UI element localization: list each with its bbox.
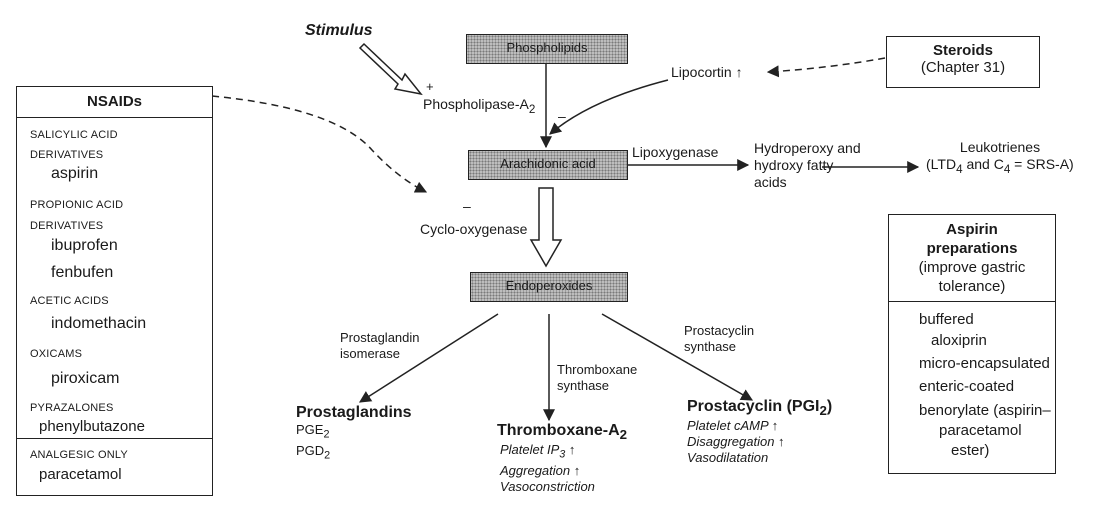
prostacyclin-synthase-line1: Prostacyclin <box>684 323 755 338</box>
hydroperoxy-line3: acids <box>754 174 787 190</box>
leukotrienes-line1: Leukotrienes <box>959 139 1041 155</box>
acetic-category: ACETIC ACIDS <box>30 295 109 307</box>
ibuprofen-item: ibuprofen <box>51 237 118 254</box>
thromboxane-block: Thromboxane-A2 Platelet IP3 ↑ Aggregatio… <box>497 422 627 495</box>
prep-micro-encapsulated: micro-encapsulated <box>919 355 1050 372</box>
cyclo-minus: – <box>463 198 471 214</box>
prostacyclin-synthase-label: Prostacyclin synthase <box>684 323 754 355</box>
prostaglandins-block: Prostaglandins PGE2 PGD2 <box>296 404 412 463</box>
propionic-category-2: DERIVATIVES <box>30 220 104 232</box>
phospholipase-plus: + <box>426 79 434 94</box>
aspirin-prep-sub-1: (improve gastric <box>918 259 1026 276</box>
nsaids-header-divider <box>17 117 212 118</box>
steroids-title: Steroids <box>932 42 993 59</box>
isomerase-line1: Prostaglandin <box>340 330 420 345</box>
leukotrienes-label: Leukotrienes (LTD4 and C4 = SRS-A) <box>926 139 1074 178</box>
pgd2-label: PGD2 <box>296 442 331 462</box>
prostacyclin-block: Prostacyclin (PGI2) Platelet cAMP ↑ Disa… <box>687 398 832 466</box>
phospholipase-minus: – <box>558 108 566 124</box>
endoperoxides-to-prostacyclin-arrow <box>601 313 754 401</box>
aspirin-preparations-box: Aspirin preparations (improve gastric to… <box>888 214 1056 474</box>
isomerase-label: Prostaglandin isomerase <box>340 330 420 362</box>
salicylic-category: SALICYLIC ACID <box>30 129 118 141</box>
arachidonic-acid-box: Arachidonic acid <box>468 150 628 180</box>
prep-benorylate-2: paracetamol <box>939 422 1022 439</box>
hydroperoxy-line1: Hydroperoxy and <box>754 140 861 156</box>
lipocortin-label: Lipocortin ↑ <box>671 64 743 80</box>
prostacyclin-synthase-line2: synthase <box>684 339 737 354</box>
aspirin-prep-title-2: preparations <box>926 240 1018 257</box>
aspirin-prep-title-1: Aspirin <box>946 221 998 238</box>
hydroperoxy-line2: hydroxy fatty <box>754 157 834 173</box>
steroids-box: Steroids (Chapter 31) <box>886 36 1040 88</box>
fenbufen-item: fenbufen <box>51 264 114 281</box>
prostaglandins-title: Prostaglandins <box>296 404 412 421</box>
prostacyclin-title: Prostacyclin (PGI2) <box>687 398 833 419</box>
stimulus-label: Stimulus <box>305 22 373 39</box>
isomerase-line2: isomerase <box>340 346 400 361</box>
nsaids-analgesic-divider <box>17 438 212 439</box>
nsaids-to-cyclooxygenase-arrow <box>211 95 428 193</box>
paracetamol-item: paracetamol <box>39 466 122 483</box>
aspirin-prep-header: Aspirin preparations (improve gastric to… <box>889 220 1055 296</box>
phenylbutazone-item: phenylbutazone <box>39 418 145 435</box>
endoperoxides-box: Endoperoxides <box>470 272 628 302</box>
pyrazalones-category: PYRAZALONES <box>30 402 114 414</box>
pge2-label: PGE2 <box>296 422 330 441</box>
indomethacin-item: indomethacin <box>51 315 147 332</box>
endoperoxides-to-prostaglandins-arrow <box>358 313 499 403</box>
prep-enteric-coated: enteric-coated <box>919 378 1015 395</box>
nsaids-box: NSAIDs SALICYLIC ACID DERIVATIVES aspiri… <box>16 86 213 496</box>
prostacyclin-line3: Vasodilatation <box>687 450 769 466</box>
nsaids-title: NSAIDs <box>86 93 142 110</box>
cyclooxygenase-hollow-arrow <box>529 187 563 268</box>
aspirin-item: aspirin <box>51 165 99 182</box>
piroxicam-item: piroxicam <box>51 370 120 387</box>
thromboxane-line3: Vasoconstriction <box>500 478 595 494</box>
prep-benorylate-3: ester) <box>951 442 990 459</box>
thromboxane-synthase-label: Thromboxane synthase <box>557 362 637 394</box>
aspirin-prep-divider <box>889 301 1055 302</box>
propionic-category: PROPIONIC ACID <box>30 199 124 211</box>
salicylic-category-2: DERIVATIVES <box>30 149 104 161</box>
thromboxane-synthase-line2: synthase <box>557 378 610 393</box>
thromboxane-line1: Platelet IP3 ↑ <box>500 442 576 461</box>
phospholipase-label: Phospholipase-A2 <box>423 96 536 116</box>
prep-aloxiprin: aloxiprin <box>931 332 987 349</box>
stimulus-arrow <box>358 42 423 96</box>
thromboxane-line2: Aggregation ↑ <box>500 462 581 478</box>
thromboxane-synthase-line1: Thromboxane <box>557 362 638 377</box>
hydroperoxy-label: Hydroperoxy and hydroxy fatty acids <box>754 140 861 191</box>
steroids-chapter: (Chapter 31) <box>920 59 1006 76</box>
prostacyclin-line1: Platelet cAMP ↑ <box>687 418 779 434</box>
cyclooxygenase-label: Cyclo-oxygenase <box>420 221 528 237</box>
phospholipids-box: Phospholipids <box>466 34 628 64</box>
prep-benorylate: benorylate (aspirin– <box>919 402 1051 419</box>
aspirin-prep-sub-2: tolerance) <box>938 278 1006 295</box>
prostacyclin-line2: Disaggregation ↑ <box>687 434 785 450</box>
lipoxygenase-label: Lipoxygenase <box>632 144 719 160</box>
lipocortin-inhibition-arrow <box>549 79 669 135</box>
analgesic-category: ANALGESIC ONLY <box>30 449 128 461</box>
leukotrienes-line2: (LTD4 and C4 = SRS-A) <box>926 156 1074 176</box>
steroids-to-lipocortin-arrow <box>766 57 886 78</box>
prep-buffered: buffered <box>919 311 974 328</box>
oxicams-category: OXICAMS <box>30 348 83 360</box>
thromboxane-title: Thromboxane-A2 <box>497 422 628 443</box>
